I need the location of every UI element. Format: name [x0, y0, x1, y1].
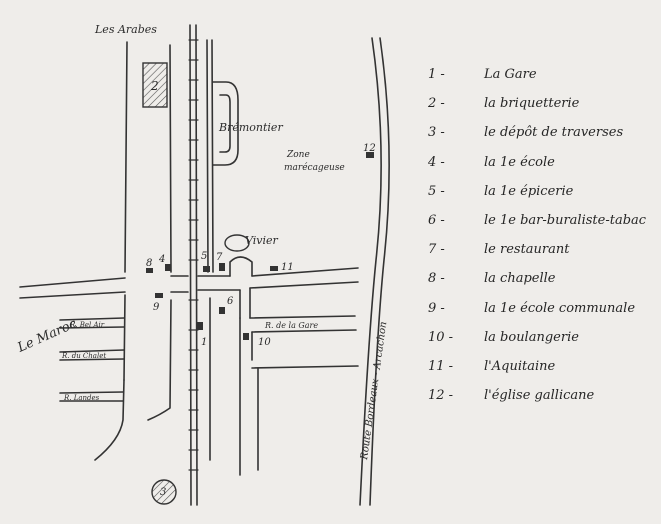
- railway: [188, 24, 199, 506]
- marker-4: 4: [158, 254, 165, 265]
- building-1: [197, 322, 203, 330]
- legend-item: 7 - le restaurant: [428, 235, 653, 264]
- legend-number: 4 -: [428, 154, 445, 170]
- legend-number: 10 -: [428, 329, 454, 345]
- legend-label: la 1e épicerie: [484, 183, 574, 199]
- label-rue-landes: R. Landes: [63, 394, 100, 402]
- legend-label: l'église gallicane: [484, 388, 595, 404]
- marker-11: 11: [281, 262, 294, 273]
- legend-number: 11 -: [428, 358, 454, 374]
- main-street: [19, 256, 359, 319]
- route-bordeaux-arcachon: [359, 37, 390, 506]
- west-streets: [59, 317, 125, 402]
- marker-12: 12: [363, 143, 376, 154]
- legend-item: 6 - le 1e bar-buraliste-tabac: [428, 206, 653, 235]
- depot-plot: [151, 479, 177, 505]
- marker-9: 9: [153, 302, 160, 313]
- legend-number: 6 -: [428, 213, 445, 229]
- marker-7: 7: [216, 252, 223, 263]
- briquetterie-plot: [142, 62, 168, 108]
- bremontier-loop: [212, 81, 239, 166]
- legend-item: 9 - la 1e école communale: [428, 294, 653, 323]
- marker-10: 10: [258, 337, 271, 348]
- building-12: [366, 152, 374, 158]
- rue-de-la-gare: [239, 315, 359, 476]
- label-zone-2: marécageuse: [284, 162, 345, 173]
- legend-number: 12 -: [428, 388, 454, 404]
- marker-8: 8: [146, 258, 152, 269]
- legend-number: 1 -: [428, 67, 445, 83]
- legend-label: le restaurant: [484, 242, 570, 258]
- legend-item: 11 - l'Aquitaine: [428, 352, 653, 381]
- legend-label: le dépôt de traverses: [484, 125, 624, 141]
- building-11: [270, 266, 278, 271]
- building-4: [165, 264, 171, 271]
- buildings: [142, 62, 374, 505]
- marker-1: 1: [201, 337, 207, 348]
- legend-item: 10 - la boulangerie: [428, 323, 653, 352]
- legend-label: la boulangerie: [484, 329, 579, 345]
- label-rue-gare: R. de la Gare: [264, 321, 318, 330]
- building-10: [243, 333, 249, 340]
- building-7: [219, 263, 225, 271]
- legend-number: 2 -: [428, 96, 445, 112]
- legend-item: 1 - La Gare: [428, 60, 653, 89]
- building-6: [219, 307, 225, 314]
- legend-item: 12 - l'église gallicane: [428, 381, 653, 410]
- building-9: [155, 293, 163, 298]
- legend-number: 5 -: [428, 183, 445, 199]
- marker-3: 3: [160, 487, 166, 498]
- label-zone-1: Zone: [286, 150, 310, 160]
- legend-number: 7 -: [428, 242, 445, 258]
- legend-label: La Gare: [484, 67, 537, 83]
- west-road: [94, 41, 172, 461]
- legend-number: 9 -: [428, 300, 445, 316]
- legend-item: 5 - la 1e épicerie: [428, 177, 653, 206]
- legend-label: la 1e école: [484, 154, 555, 170]
- label-bremontier: Brémontier: [218, 121, 283, 134]
- building-8: [146, 268, 153, 273]
- legend-label: la chapelle: [484, 271, 556, 287]
- vivier-pond: [224, 234, 250, 252]
- label-rue-bel-air: R. Bel Air: [69, 321, 105, 329]
- legend-label: le 1e bar-buraliste-tabac: [484, 213, 647, 229]
- legend-item: 8 - la chapelle: [428, 264, 653, 293]
- legend-number: 8 -: [428, 271, 445, 287]
- map-legend: 1 - La Gare 2 - la briquetterie 3 - le dépôt …: [428, 60, 653, 410]
- marker-5: 5: [201, 251, 207, 262]
- legend-label: la briquetterie: [484, 96, 580, 112]
- marker-2: 2: [150, 79, 159, 93]
- legend-number: 3 -: [428, 125, 445, 141]
- label-rue-chalet: R. du Chalet: [61, 352, 106, 360]
- legend-item: 3 - le dépôt de traverses: [428, 118, 653, 147]
- label-les-arabes: Les Arabes: [94, 23, 157, 36]
- label-route: Route Bordeaux - Arcachon: [359, 321, 389, 462]
- legend-item: 2 - la briquetterie: [428, 89, 653, 118]
- legend-item: 4 - la 1e école: [428, 148, 653, 177]
- legend-label: la 1e école communale: [484, 300, 636, 316]
- marker-6: 6: [227, 296, 234, 307]
- label-vivier: Vivier: [245, 234, 279, 247]
- building-5: [203, 266, 210, 272]
- east-road: [206, 39, 214, 461]
- legend-label: l'Aquitaine: [484, 358, 556, 374]
